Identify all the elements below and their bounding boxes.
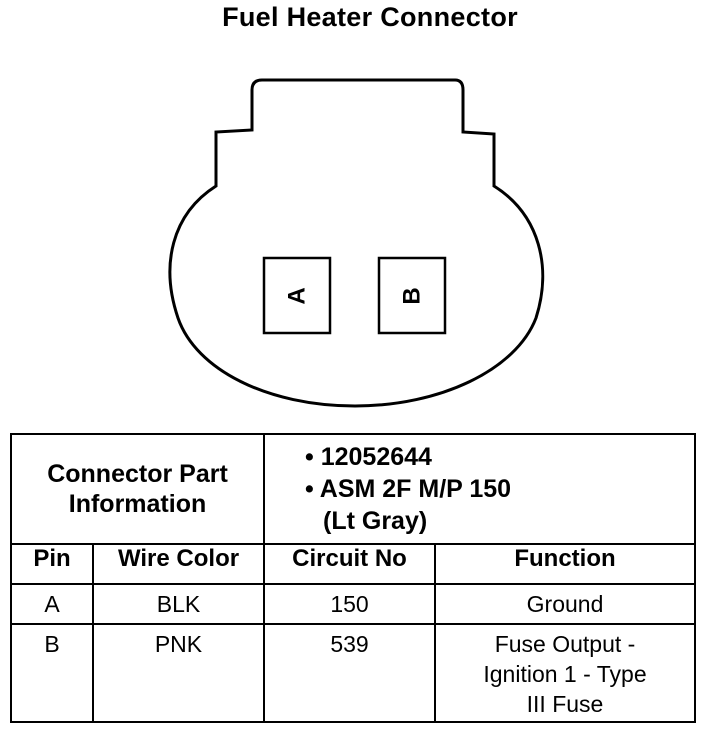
column-header-row: Pin Wire Color Circuit No Function: [10, 543, 697, 585]
connector-face-diagram: A B: [168, 78, 545, 408]
cell-wire-color: PNK: [92, 623, 265, 723]
pin-b-label: B: [399, 287, 426, 304]
cell-wire-color: BLK: [92, 583, 265, 625]
pin-a-label: A: [284, 287, 311, 304]
part-info-label: Connector Part Information: [10, 433, 265, 545]
pin-a-cavity: [262, 256, 332, 335]
part-info-row: Connector Part Information • 12052644 • …: [10, 433, 697, 545]
connector-info-table: Connector Part Information • 12052644 • …: [10, 433, 697, 723]
cell-function: Fuse Output - Ignition 1 - Type III Fuse: [433, 623, 697, 723]
part-info-values: • 12052644 • ASM 2F M/P 150 (Lt Gray): [262, 433, 697, 545]
page-title: Fuel Heater Connector: [222, 2, 518, 32]
cell-circuit-no: 539: [263, 623, 436, 723]
col-header-function: Function: [433, 543, 697, 585]
part-assembly: • ASM 2F M/P 150: [305, 475, 512, 503]
function-line: Fuse Output -: [494, 631, 636, 657]
col-header-pin: Pin: [10, 543, 94, 585]
part-number: • 12052644: [305, 443, 432, 471]
col-header-wire-color: Wire Color: [92, 543, 265, 585]
table-row: B PNK 539 Fuse Output - Ignition 1 - Typ…: [10, 623, 697, 723]
cell-function: Ground: [433, 583, 697, 625]
part-info-label-line: Information: [68, 490, 207, 518]
col-header-circuit-no: Circuit No: [263, 543, 436, 585]
function-line: III Fuse: [526, 691, 604, 717]
connector-outline: [168, 78, 545, 408]
cell-pin: B: [10, 623, 94, 723]
table-row: A BLK 150 Ground: [10, 583, 697, 625]
cell-pin: A: [10, 583, 94, 625]
function-line: Ground: [526, 591, 604, 617]
pin-b-cavity: [377, 256, 447, 335]
part-color: (Lt Gray): [323, 507, 428, 535]
cell-circuit-no: 150: [263, 583, 436, 625]
function-line: Ignition 1 - Type: [483, 661, 647, 687]
part-info-label-line: Connector Part: [47, 460, 228, 488]
